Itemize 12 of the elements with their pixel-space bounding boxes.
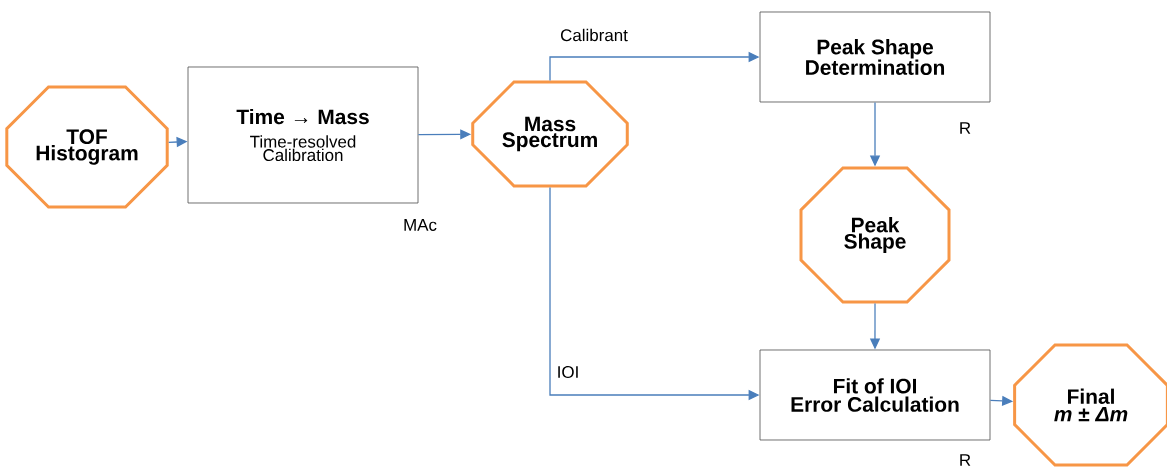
process-box: Fit of IOI Error Calculation <box>759 349 991 441</box>
octagon-node: Peak Shape <box>799 166 951 304</box>
edge-label: IOI <box>558 366 578 378</box>
octagon-node: TOF Histogram <box>5 85 169 209</box>
octagon-node: Mass Spectrum <box>471 80 629 188</box>
annotation-label: R <box>960 454 971 466</box>
edge-label: Calibrant <box>561 28 628 42</box>
annotation-label: R <box>960 122 971 134</box>
octagon-node: Final m ± Δm <box>1013 343 1167 467</box>
process-box: Peak Shape Determination <box>759 11 991 103</box>
annotation-label: MAc <box>404 219 437 231</box>
process-box: Time → Mass Time-resolved Calibration <box>187 66 419 204</box>
